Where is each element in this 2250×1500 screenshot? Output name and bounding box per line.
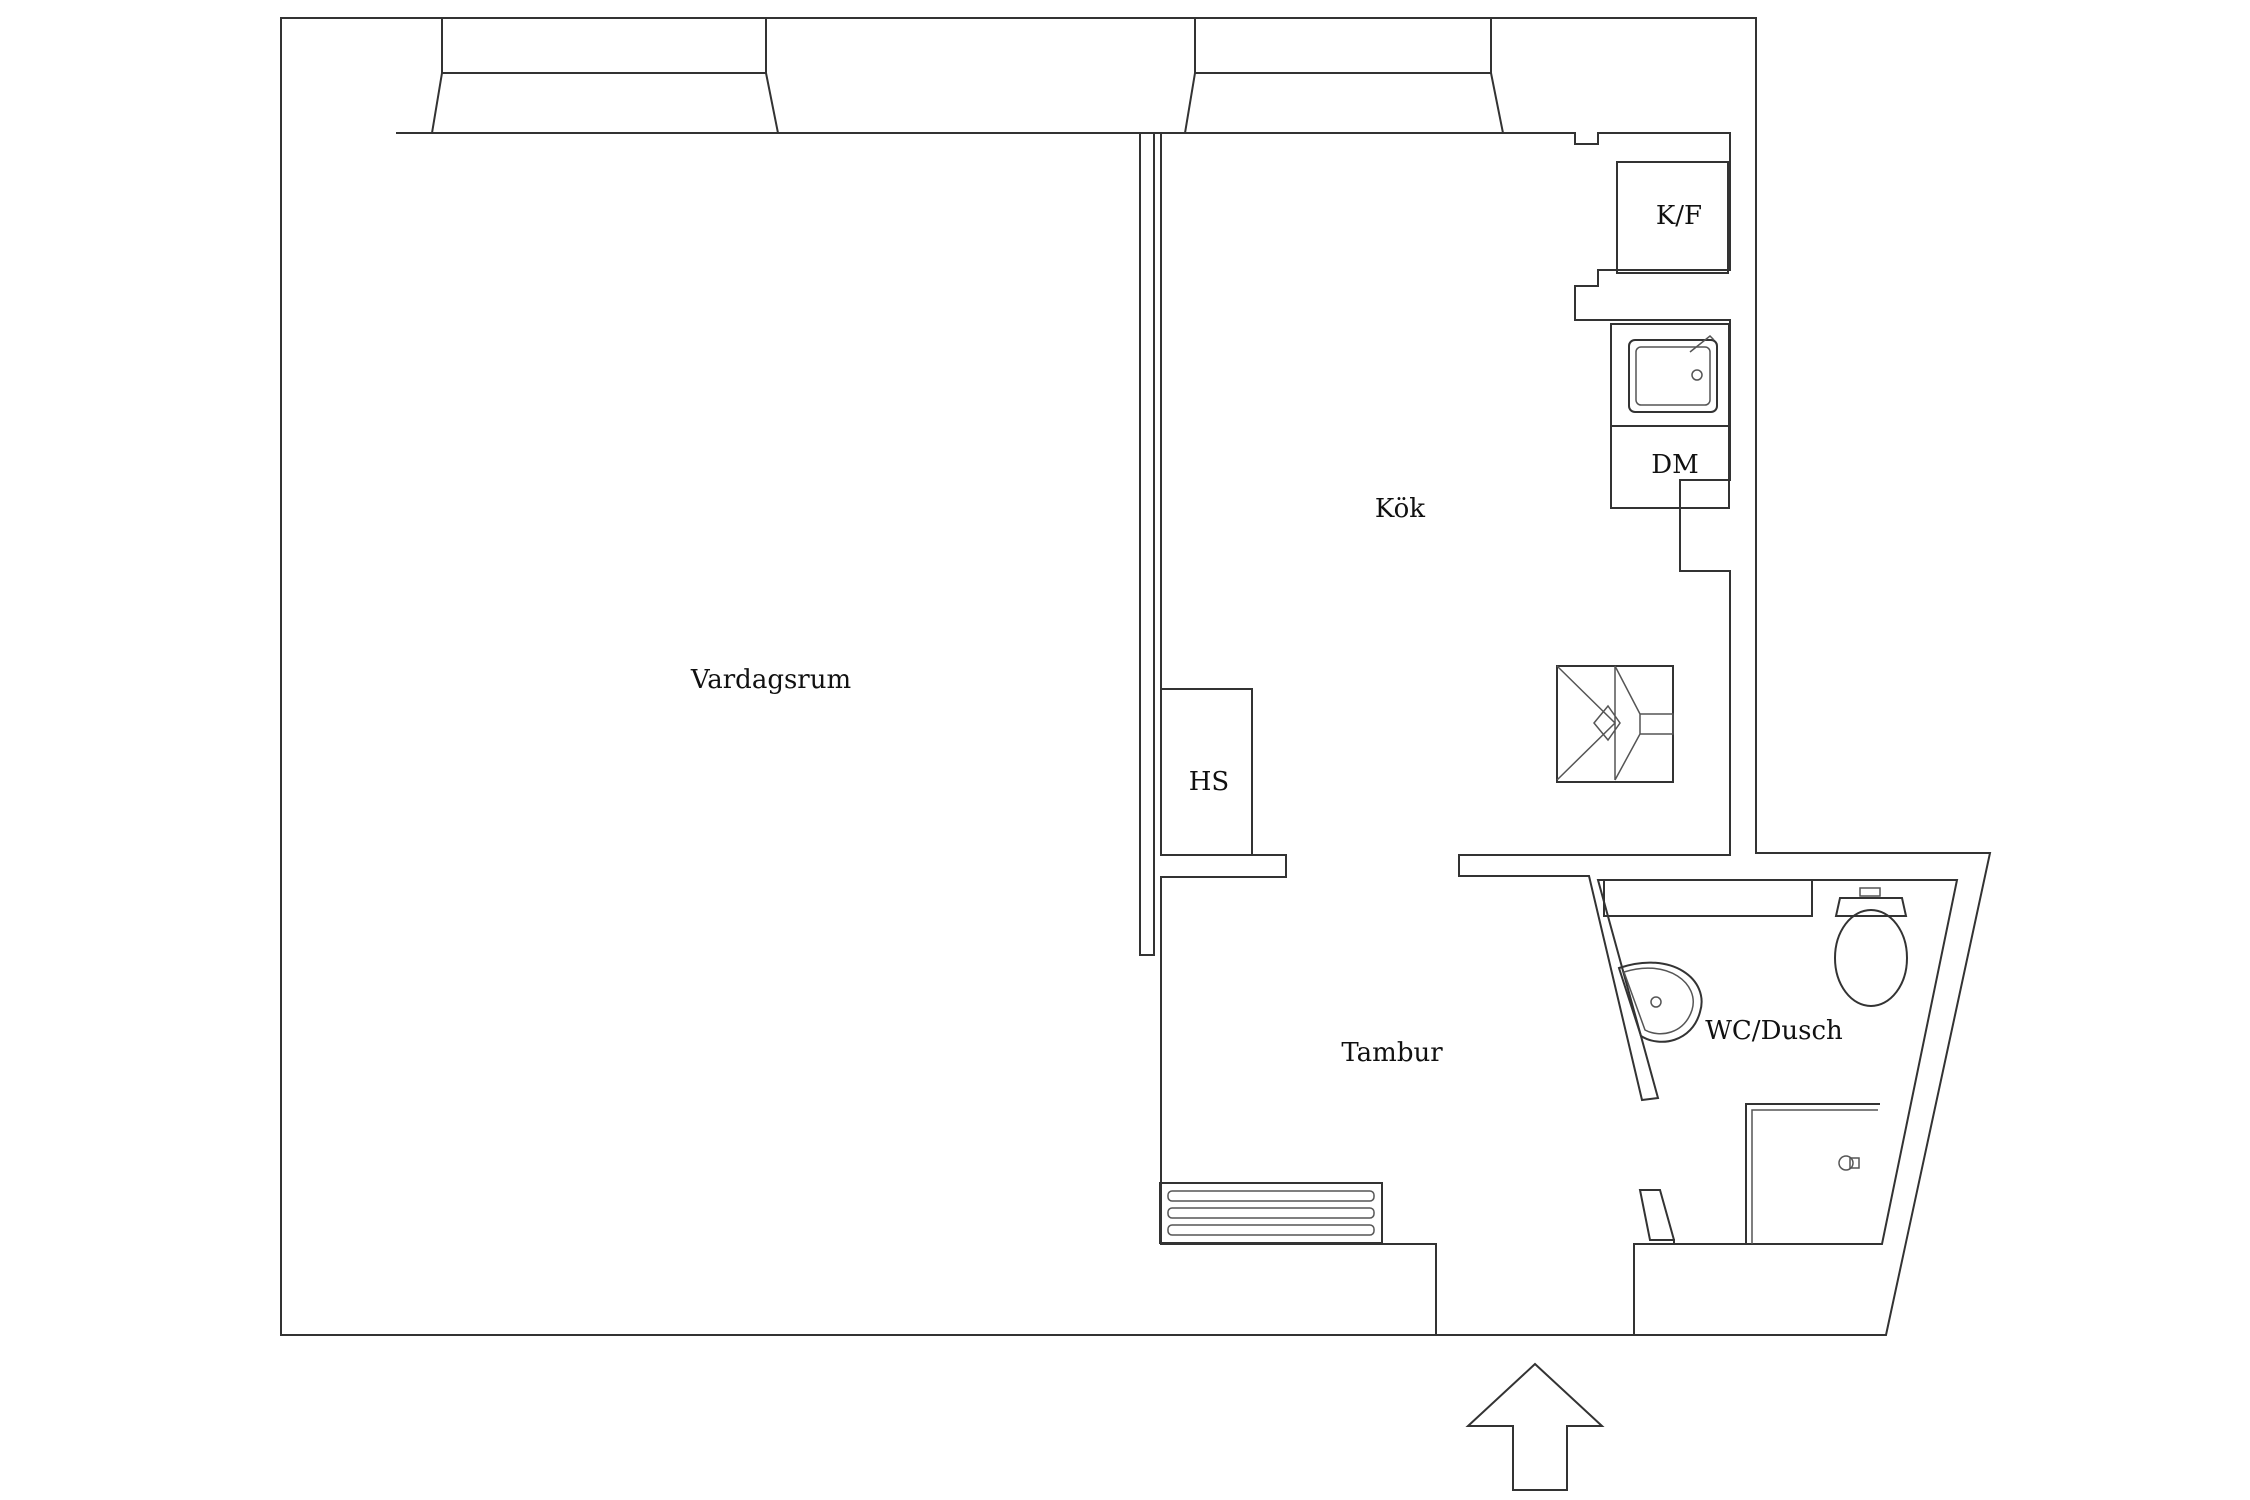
closet-hs bbox=[1160, 688, 1253, 856]
radiator-icon bbox=[1159, 1182, 1383, 1244]
room-labels: Vardagsrum Kök Tambur WC/Dusch HS K/F DM bbox=[690, 201, 1843, 1068]
dishwasher bbox=[1610, 425, 1730, 509]
shower-icon bbox=[1745, 1103, 1880, 1244]
window-left bbox=[431, 18, 779, 134]
walls bbox=[280, 17, 1992, 1336]
entrance-arrow-icon bbox=[1465, 1362, 1605, 1491]
kitchen-fixtures bbox=[1556, 161, 1730, 783]
window-right bbox=[1184, 18, 1504, 134]
windows bbox=[431, 18, 1504, 134]
room-label-dm: DM bbox=[1651, 450, 1698, 480]
room-label-wc-dusch: WC/Dusch bbox=[1705, 1016, 1843, 1046]
room-label-vardagsrum: Vardagsrum bbox=[690, 665, 851, 695]
room-label-hs: HS bbox=[1189, 767, 1230, 797]
stove-icon bbox=[1556, 665, 1674, 781]
room-label-tambur: Tambur bbox=[1341, 1038, 1443, 1068]
fridge-freezer bbox=[1616, 161, 1729, 274]
toilet-icon bbox=[1834, 887, 1908, 1007]
room-label-kok: Kök bbox=[1375, 494, 1425, 524]
washbasin-icon bbox=[1617, 961, 1703, 1043]
kitchen-sink-icon bbox=[1628, 334, 1718, 413]
room-label-kf: K/F bbox=[1656, 201, 1702, 231]
